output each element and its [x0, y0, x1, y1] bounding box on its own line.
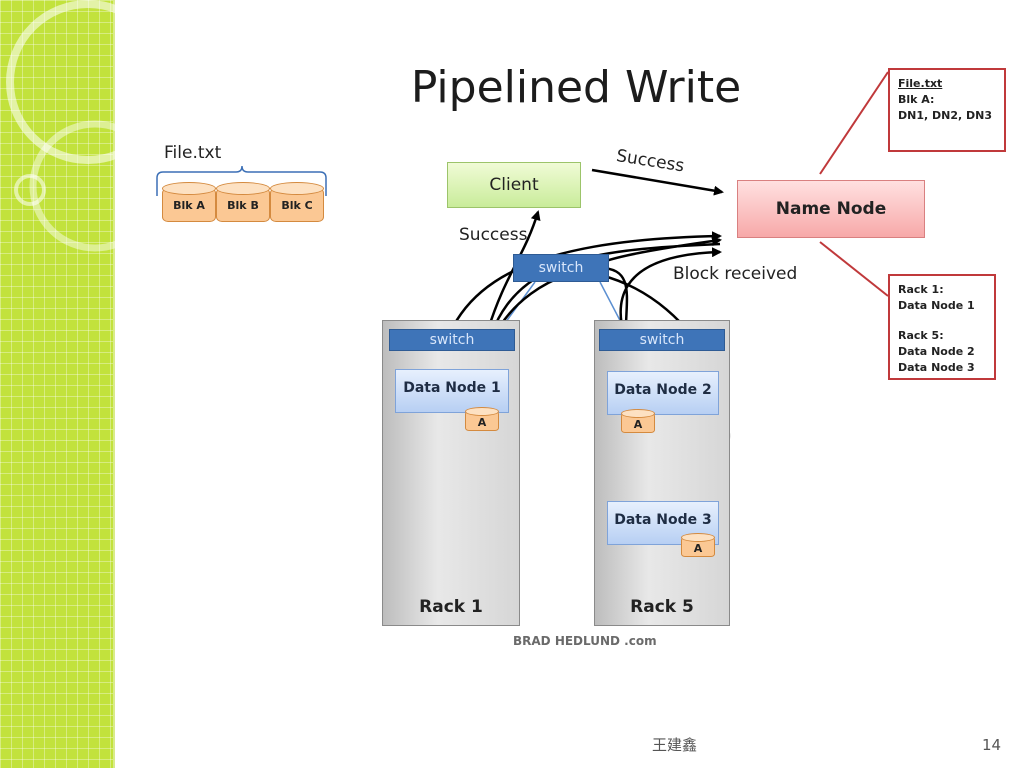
sidebar-edge [113, 0, 115, 768]
decor-circle [14, 174, 46, 206]
callout-line-text: File.txt [898, 77, 943, 90]
slide-title: Pipelined Write [410, 62, 742, 113]
file-brace [156, 165, 327, 196]
file-label: File.txt [164, 143, 222, 163]
rack-1: switch Data Node 1 A Rack 1 [382, 320, 520, 626]
footer-author: 王建鑫 [652, 736, 698, 754]
rack-5: switch Data Node 2 A Data Node 3 A Rack … [594, 320, 730, 626]
replica-label: A [633, 418, 643, 431]
rack-switch: switch [389, 329, 515, 351]
data-node-label: Data Node 1 [403, 380, 501, 396]
callout-line-text: Rack 5: [898, 329, 944, 342]
block-label: Blk A [173, 199, 205, 212]
decorative-sidebar [0, 0, 113, 768]
replica-cylinder: A [681, 533, 715, 559]
name-node-box: Name Node [737, 180, 925, 238]
success-left-label: Success [459, 225, 528, 245]
data-node-label: Data Node 3 [614, 512, 712, 528]
callout-line [819, 71, 889, 175]
callout-line-text: Blk A: [898, 93, 935, 106]
rack-label: Rack 5 [630, 597, 694, 617]
callout-line [819, 241, 889, 297]
decor-circle [29, 120, 161, 252]
replica-label: A [693, 542, 703, 555]
block-cylinder: Blk C [270, 182, 324, 224]
core-switch: switch [513, 254, 609, 282]
rack-switch: switch [599, 329, 725, 351]
block-label: Blk B [227, 199, 259, 212]
data-node-label: Data Node 2 [614, 382, 712, 398]
callout-line-text: Data Node 2 [898, 345, 975, 358]
replica-label: A [477, 416, 487, 429]
block-cylinder: Blk A [162, 182, 216, 224]
replica-cylinder: A [621, 409, 655, 435]
client-box: Client [447, 162, 581, 208]
callout-line-text: Data Node 3 [898, 361, 975, 374]
callout-rack-awareness: Rack 1: Data Node 1 Rack 5: Data Node 2 … [888, 274, 996, 380]
decor-circle [6, 0, 170, 164]
data-node-1: Data Node 1 [395, 369, 509, 413]
page-number: 14 [982, 736, 1002, 754]
name-node-label: Name Node [775, 199, 887, 219]
block-label: Blk C [281, 199, 313, 212]
callout-spacer [898, 314, 986, 328]
client-label: Client [489, 175, 539, 195]
callout-line-text: Rack 1: [898, 283, 944, 296]
rack-label: Rack 1 [419, 597, 483, 617]
block-received-label: Block received [673, 264, 798, 284]
data-node-2: Data Node 2 [607, 371, 719, 415]
callout-line-text: DN1, DN2, DN3 [898, 109, 992, 122]
replica-cylinder: A [465, 407, 499, 433]
callout-line-text: Data Node 1 [898, 299, 975, 312]
arrow-client-to-namenode [591, 168, 724, 196]
callout-file-blocks: File.txt Blk A: DN1, DN2, DN3 [888, 68, 1006, 152]
block-cylinder: Blk B [216, 182, 270, 224]
credit-text: BRAD HEDLUND .com [513, 634, 657, 648]
